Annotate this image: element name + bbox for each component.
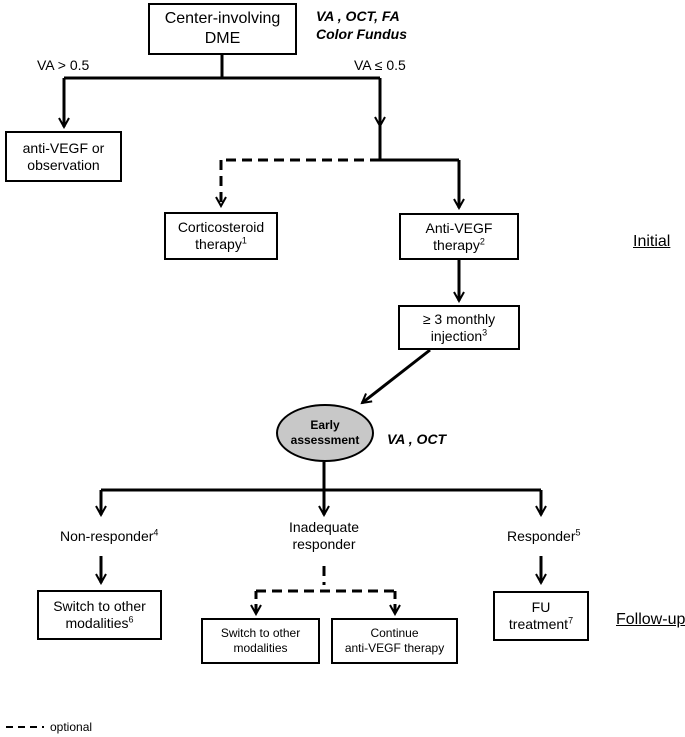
early-exams-annotation: VA , OCT xyxy=(387,431,447,447)
node-switch-modalities-left: Switch to other modalities6 xyxy=(37,590,162,640)
top-exams-annotation: VA , OCT, FA Color Fundus xyxy=(316,8,407,42)
node-anti-vegf-or-observation: anti-VEGF or observation xyxy=(5,131,122,182)
legend-optional-label: optional xyxy=(50,720,93,734)
va-high-label: VA > 0.5 xyxy=(37,57,90,73)
edge-injection-to-assessment xyxy=(362,348,431,403)
node-switch-modalities-middle: Switch to other modalities xyxy=(201,618,320,664)
node-fu-treatment: FU treatment7 xyxy=(493,591,589,641)
node-center-involving-dme: Center-involving DME xyxy=(148,3,297,55)
label-inadequate-responder: Inadequate responder xyxy=(288,519,360,552)
phase-initial-label: Initial xyxy=(633,233,671,250)
node-early-assessment: Early assessment xyxy=(276,404,374,462)
label-responder: Responder5 xyxy=(507,527,581,544)
node-corticosteroid-therapy: Corticosteroid therapy1 xyxy=(164,212,278,260)
node-monthly-injection: ≥ 3 monthly injection3 xyxy=(398,305,520,350)
node-anti-vegf-therapy: Anti-VEGF therapy2 xyxy=(399,213,519,260)
va-low-label: VA ≤ 0.5 xyxy=(354,57,406,73)
label-non-responder: Non-responder4 xyxy=(60,527,159,544)
phase-follow-up-label: Follow-up xyxy=(616,611,685,628)
node-continue-anti-vegf: Continue anti-VEGF therapy xyxy=(331,618,458,664)
